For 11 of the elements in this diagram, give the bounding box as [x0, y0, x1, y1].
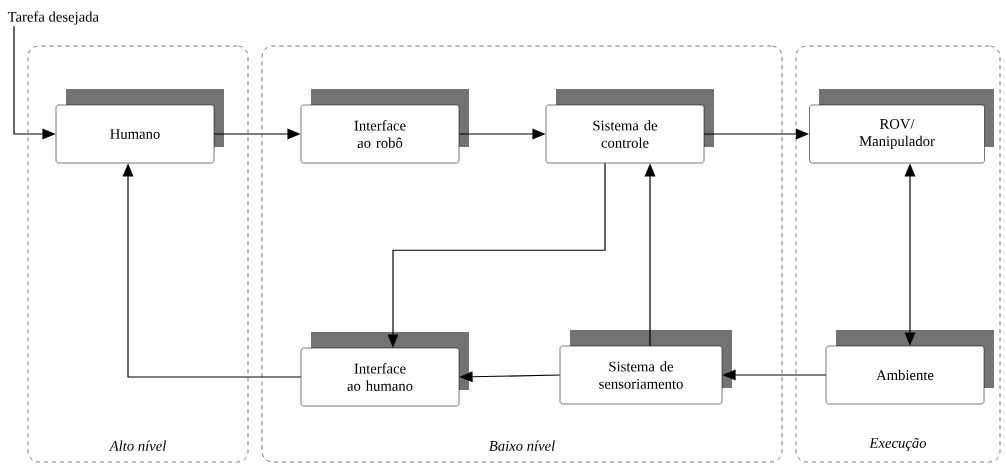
process-box: Ambiente [825, 330, 994, 405]
process-box: Humano [55, 89, 224, 164]
group-label: Alto nível [108, 440, 166, 451]
process-box: Interface ao robô [300, 89, 469, 164]
process-box: Sistema de sensoriamento [559, 330, 732, 405]
input-label: Tarefa desejada [7, 11, 99, 25]
group-label: Execução [869, 437, 927, 451]
process-box: Interface ao humano [300, 332, 469, 407]
process-box: ROV/ Manipulador [809, 89, 994, 164]
process-box: Sistema de controle [545, 89, 714, 164]
group-label: Baixo nível [488, 440, 555, 451]
